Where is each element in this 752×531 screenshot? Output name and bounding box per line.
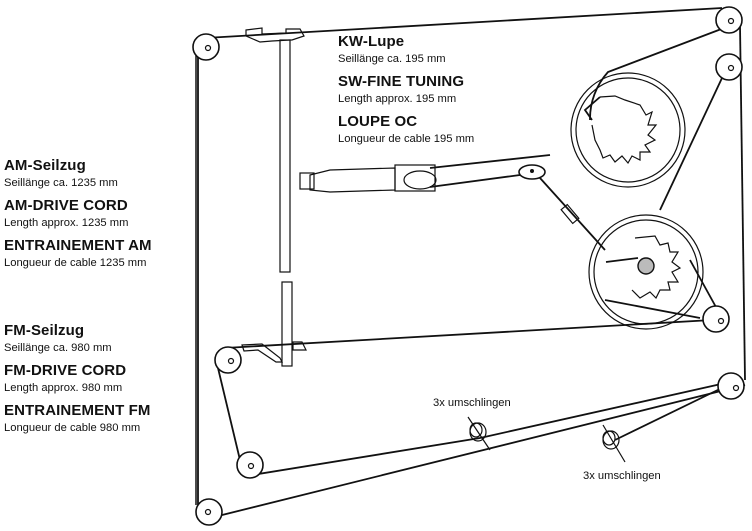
- am-pointer-carriage: [245, 27, 305, 273]
- sw-title-de: KW-Lupe: [338, 33, 405, 50]
- fm-title-en: FM-DRIVE CORD: [4, 362, 127, 379]
- wrap-marker-1: [467, 416, 491, 451]
- fm-length-en: Length approx. 980 mm: [4, 382, 123, 394]
- wrap-marker-2: [602, 424, 626, 463]
- fm-cord: [217, 259, 731, 476]
- drum-shaft: [637, 257, 655, 275]
- pulley-right-lower: [717, 372, 745, 400]
- am-length-en: Length approx. 1235 mm: [4, 217, 129, 229]
- fm-pointer-carriage: [241, 281, 307, 367]
- sw-fine-tuning-mechanism: [299, 154, 606, 251]
- sw-title-en: SW-FINE TUNING: [338, 73, 465, 90]
- wrap-note-lower: 3x umschlingen: [583, 470, 661, 482]
- am-length-de: Seillänge ca. 1235 mm: [4, 177, 118, 189]
- wrap-note-upper: 3x umschlingen: [433, 397, 511, 409]
- pulley-right-upper: [715, 53, 743, 81]
- sw-length-fr: Longueur de cable 195 mm: [338, 133, 475, 145]
- am-length-fr: Longueur de cable 1235 mm: [4, 257, 147, 269]
- pulley-top-right: [715, 6, 743, 34]
- sw-title-fr: LOUPE OC: [338, 113, 418, 130]
- pulley-bottom-left: [195, 498, 223, 526]
- pulley-top-left: [192, 33, 220, 61]
- am-title-fr: ENTRAINEMENT AM: [4, 237, 152, 254]
- sw-fine-tuning-labels: KW-Lupe Seillänge ca. 195 mm SW-FINE TUN…: [338, 33, 474, 153]
- fm-title-fr: ENTRAINEMENT FM: [4, 402, 151, 419]
- fm-length-fr: Longueur de cable 980 mm: [4, 422, 141, 434]
- pulley-right-middle: [702, 305, 730, 333]
- sw-length-en: Length approx. 195 mm: [338, 93, 457, 105]
- fm-title-de: FM-Seilzug: [4, 322, 85, 339]
- sw-length-de: Seillänge ca. 195 mm: [338, 53, 446, 65]
- fm-drive-drum: [588, 214, 704, 330]
- pulley-bottom-inner: [236, 451, 264, 479]
- am-drive-drum: [570, 72, 686, 188]
- am-cord-labels: AM-Seilzug Seillänge ca. 1235 mm AM-DRIV…: [4, 157, 152, 277]
- fm-cord-labels: FM-Seilzug Seillänge ca. 980 mm FM-DRIVE…: [4, 322, 151, 442]
- am-title-en: AM-DRIVE CORD: [4, 197, 128, 214]
- am-cord: [197, 7, 746, 519]
- pulley-fm-left: [214, 346, 242, 374]
- am-title-de: AM-Seilzug: [4, 157, 86, 174]
- fm-length-de: Seillänge ca. 980 mm: [4, 342, 112, 354]
